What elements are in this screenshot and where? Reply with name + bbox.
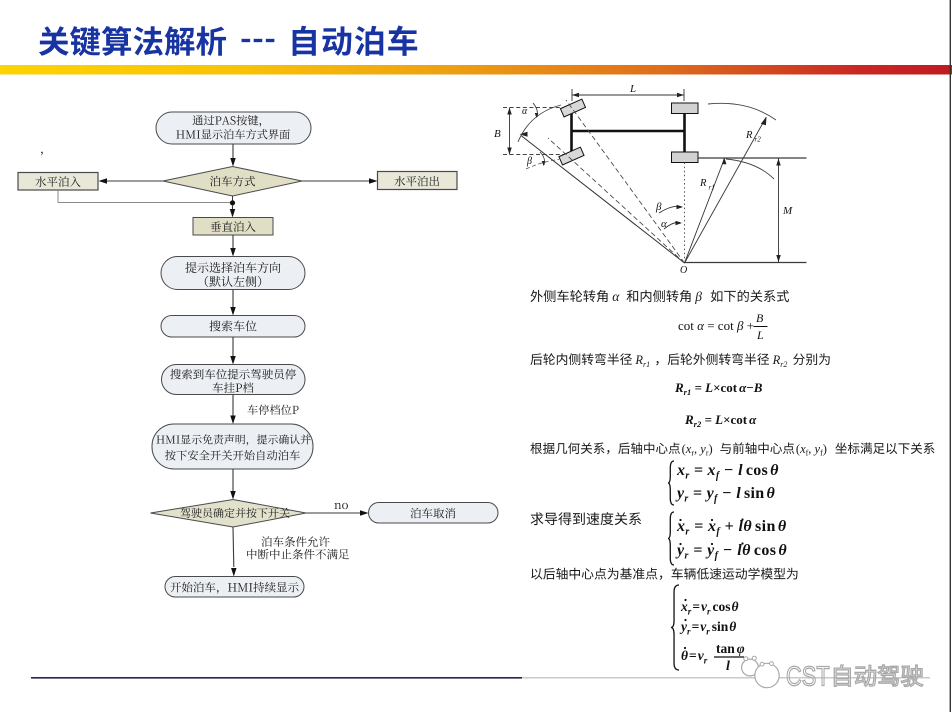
svg-text:M: M	[782, 205, 793, 217]
svg-text:R: R	[699, 178, 707, 189]
svg-text:O: O	[680, 265, 687, 276]
svg-text:θ=vr: θ=vr	[681, 648, 708, 666]
svg-text:α: α	[612, 289, 620, 304]
svg-text:α: α	[522, 106, 528, 117]
svg-text:β: β	[694, 289, 702, 304]
svg-text:r1: r1	[709, 184, 715, 192]
svg-text:β: β	[526, 156, 532, 167]
svg-text:R: R	[745, 130, 753, 141]
svg-text:α: α	[661, 218, 667, 230]
svg-text:l: l	[726, 659, 730, 674]
svg-text:B: B	[756, 311, 764, 325]
svg-text:r2: r2	[755, 136, 762, 144]
svg-text:B: B	[494, 128, 501, 140]
svg-text:cot α = cot β +: cot α = cot β +	[678, 318, 754, 333]
svg-text:CST: CST	[786, 661, 830, 692]
svg-text:(xf, yf): (xf, yf)	[796, 442, 827, 458]
svg-text:L: L	[629, 83, 636, 95]
svg-text:L: L	[756, 328, 764, 342]
svg-text:(xr, yr): (xr, yr)	[682, 442, 713, 458]
svg-text:β: β	[655, 201, 662, 213]
